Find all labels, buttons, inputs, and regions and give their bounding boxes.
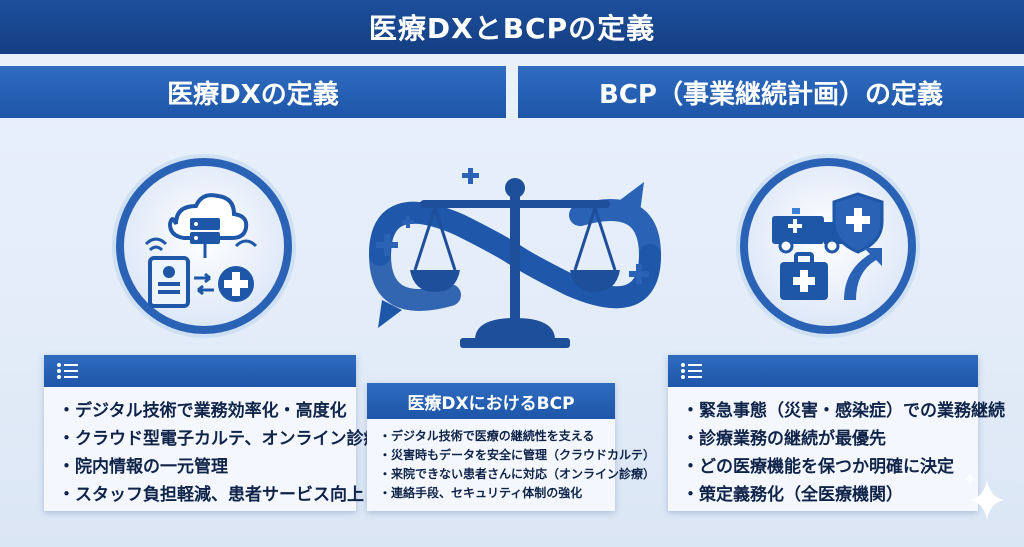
dx-bcp-panel-header: 医療DXにおけるBCP (367, 383, 615, 419)
page-title-bar: 医療DXとBCPの定義 (0, 0, 1024, 54)
list-item: ・来院できない患者さんに対応（オンライン診療） (379, 467, 656, 481)
tablet-profile-icon (148, 256, 190, 308)
dx-icon-circle (116, 158, 292, 334)
bcp-panel-header (668, 355, 978, 387)
cloud-icon (167, 193, 249, 240)
list-item: ・連絡手段、セキュリティ体制の強化 (379, 486, 583, 500)
dx-definition-list: ・デジタル技術で業務効率化・高度化 ・クラウド型電子カルテ、オンライン診療 ・院… (44, 387, 381, 509)
right-header-text: BCP（事業継続計画）の定義 (599, 79, 943, 110)
balance-scale-icon (410, 178, 620, 348)
shield-cross-icon (832, 192, 884, 254)
up-arrow-icon (844, 248, 882, 300)
right-section-header: BCP（事業継続計画）の定義 (518, 66, 1024, 118)
list-item: ・診療業務の継続が最優先 (682, 429, 886, 449)
dx-definition-panel: ・デジタル技術で業務効率化・高度化 ・クラウド型電子カルテ、オンライン診療 ・院… (44, 355, 381, 511)
wifi-icon (144, 237, 258, 252)
center-graphic (340, 160, 690, 360)
page-title: 医療DXとBCPの定義 (368, 12, 656, 45)
list-item: ・策定義務化（全医療機関） (682, 485, 903, 505)
bcp-definition-list: ・緊急事態（災害・感染症）での業務継続 ・診療業務の継続が最優先 ・どの医療機能… (668, 387, 1005, 509)
bcp-definition-panel: ・緊急事態（災害・感染症）での業務継続 ・診療業務の継続が最優先 ・どの医療機能… (668, 355, 1005, 511)
list-item: ・クラウド型電子カルテ、オンライン診療 (58, 429, 381, 449)
list-item: ・デジタル技術で医療の継続性を支える (379, 429, 595, 443)
dx-bcp-header-text: 医療DXにおけるBCP (407, 393, 575, 414)
list-item: ・どの医療機能を保つか明確に決定 (682, 457, 954, 477)
medical-kit-icon (780, 252, 828, 300)
list-item: ・緊急事態（災害・感染症）での業務継続 (682, 401, 1005, 421)
list-icon (57, 363, 78, 379)
server-icon (190, 218, 220, 258)
left-header-text: 医療DXの定義 (167, 79, 339, 110)
infinity-arrows-icon (368, 182, 662, 328)
bcp-icon-circle (740, 158, 916, 334)
list-item: ・災害時もデータを安全に管理（クラウドカルテ） (379, 448, 656, 462)
dx-bcp-panel: 医療DXにおけるBCP ・デジタル技術で医療の継続性を支える ・災害時もデータを… (367, 383, 656, 511)
medical-cross-icon (218, 266, 254, 302)
plus-icon (376, 168, 649, 284)
sparkle-icon (962, 470, 1012, 534)
list-item: ・院内情報の一元管理 (58, 457, 228, 477)
list-item: ・デジタル技術で業務効率化・高度化 (58, 401, 347, 421)
left-section-header: 医療DXの定義 (0, 66, 506, 118)
dx-panel-header (44, 355, 356, 387)
list-icon (681, 363, 702, 379)
dx-bcp-list: ・デジタル技術で医療の継続性を支える ・災害時もデータを安全に管理（クラウドカル… (367, 419, 656, 503)
list-item: ・スタッフ負担軽減、患者サービス向上 (58, 485, 364, 505)
